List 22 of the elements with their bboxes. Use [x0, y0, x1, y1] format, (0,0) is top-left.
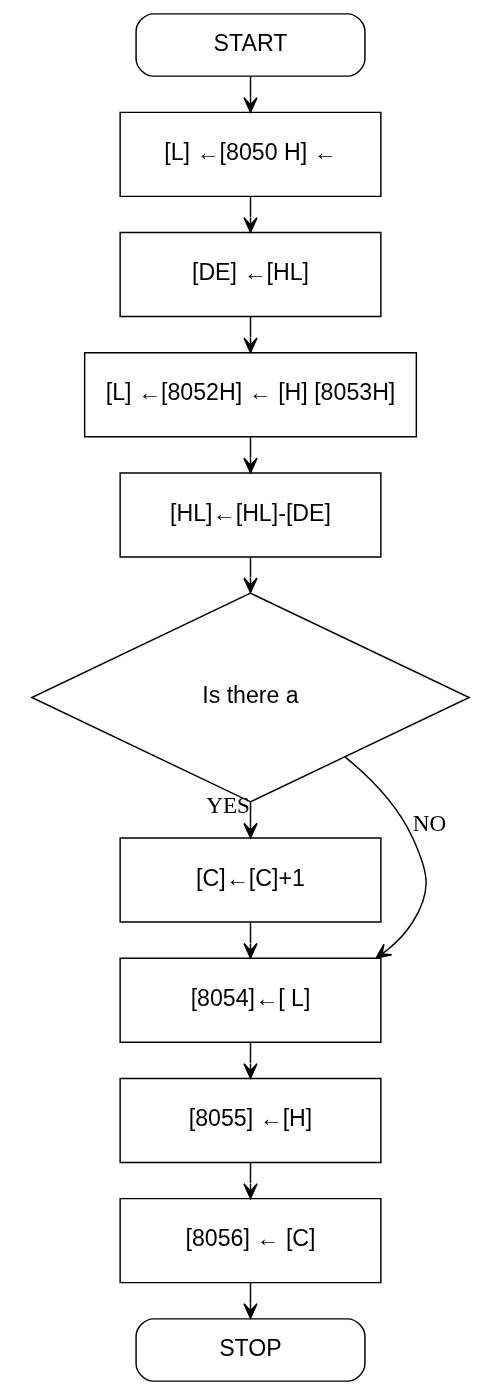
arrow	[242, 316, 258, 354]
arrow	[242, 1162, 258, 1200]
node-box: [8056] ← [C]	[118, 1197, 382, 1284]
node-box: START	[134, 13, 366, 77]
node-box: [L] ←[8050 H] ←	[118, 111, 382, 198]
node-box: [8054]←[ L]	[118, 957, 382, 1043]
node-box: STOP	[134, 1318, 366, 1382]
node-box: [C]←[C]+1	[118, 837, 382, 923]
edge-label: NO	[412, 809, 446, 836]
arrow	[242, 801, 258, 839]
node-box: [DE] ←[HL]	[118, 231, 382, 318]
arrow	[242, 556, 258, 594]
node-box: [L] ←[8052H] ← [H] [8053H]	[83, 352, 417, 438]
arrow	[242, 75, 258, 113]
arrow	[242, 1282, 258, 1319]
arrow	[242, 1041, 258, 1079]
arrow	[242, 436, 258, 474]
node-box: [HL]←[HL]-[DE]	[118, 472, 382, 558]
arrow	[344, 756, 427, 959]
arrow	[242, 196, 258, 234]
arrow	[242, 921, 258, 959]
node-box: [8055] ←[H]	[118, 1077, 382, 1164]
